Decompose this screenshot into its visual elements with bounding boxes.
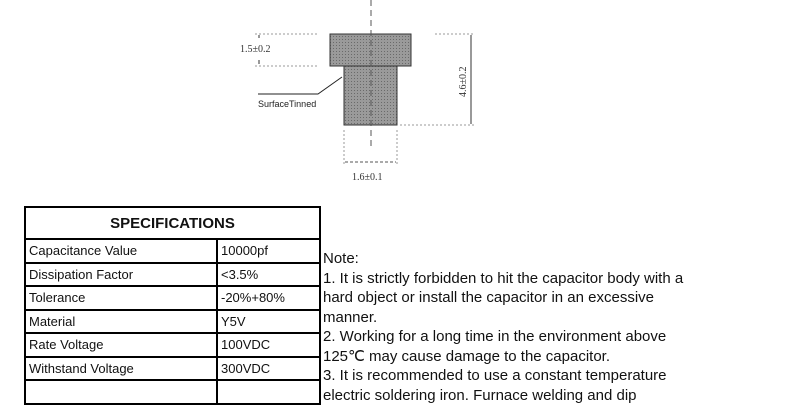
spec-name: Capacitance Value bbox=[25, 239, 217, 263]
note-line: 2. Working for a long time in the enviro… bbox=[323, 327, 793, 347]
spec-name: Withstand Voltage bbox=[25, 357, 217, 381]
note-line: electric soldering iron. Furnace welding… bbox=[323, 386, 793, 405]
surface-tinned-label: SurfaceTinned bbox=[258, 99, 316, 109]
table-row: Dissipation Factor<3.5% bbox=[25, 263, 320, 287]
width-dimension: 1.6±0.1 bbox=[352, 172, 383, 183]
note-line: manner. bbox=[323, 308, 793, 328]
spec-name: Rate Voltage bbox=[25, 333, 217, 357]
capacitor-dimension-diagram: 1.5±0.2 4.6±0.2 1.6±0.1 SurfaceTinned bbox=[0, 0, 793, 200]
note-line: 1. It is strictly forbidden to hit the c… bbox=[323, 269, 793, 289]
spec-value: 10000pf bbox=[217, 239, 320, 263]
spec-value: 100VDC bbox=[217, 333, 320, 357]
total-height-dimension: 4.6±0.2 bbox=[458, 67, 469, 98]
note-line: hard object or install the capacitor in … bbox=[323, 288, 793, 308]
spec-name: Dissipation Factor bbox=[25, 263, 217, 287]
notes-section: Note: 1. It is strictly forbidden to hit… bbox=[323, 249, 793, 405]
notes-heading: Note: bbox=[323, 249, 793, 269]
table-row: Tolerance-20%+80% bbox=[25, 286, 320, 310]
note-line: 125℃ may cause damage to the capacitor. bbox=[323, 347, 793, 367]
specifications-title: SPECIFICATIONS bbox=[25, 207, 320, 239]
spec-name: Material bbox=[25, 310, 217, 334]
spec-name: Tolerance bbox=[25, 286, 217, 310]
head-height-dimension: 1.5±0.2 bbox=[240, 44, 271, 55]
spec-value: <3.5% bbox=[217, 263, 320, 287]
spec-value: Y5V bbox=[217, 310, 320, 334]
spec-value: -20%+80% bbox=[217, 286, 320, 310]
note-line: 3. It is recommended to use a constant t… bbox=[323, 366, 793, 386]
spec-value: 300VDC bbox=[217, 357, 320, 381]
